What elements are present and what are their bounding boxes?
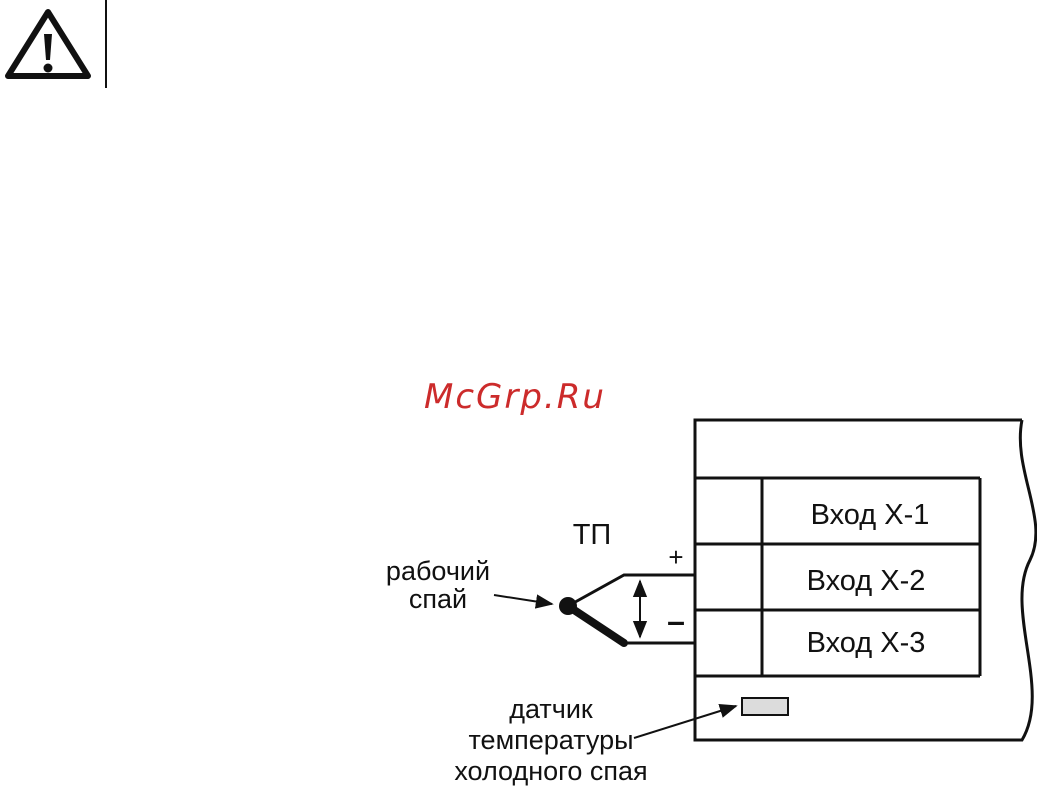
cold-junction-label-line2: температуры <box>468 725 633 755</box>
cold-junction-label-line3: холодного спая <box>454 756 647 786</box>
warning-triangle-icon <box>8 12 88 76</box>
cold-junction-sensor <box>742 698 788 715</box>
cold-junction-pointer <box>634 706 736 738</box>
plus-sign: + <box>668 542 683 572</box>
thermocouple-minus-wire-thick <box>568 606 624 643</box>
minus-sign: – <box>667 603 685 639</box>
hot-junction-dot <box>559 597 577 615</box>
input-label-x3: Вход Х-3 <box>807 627 926 659</box>
input-label-x1: Вход Х-1 <box>811 499 930 531</box>
input-label-x2: Вход Х-2 <box>807 565 926 597</box>
cold-junction-label-line1: датчик <box>509 694 593 724</box>
hot-junction-pointer <box>494 595 552 604</box>
watermark-text: McGrp.Ru <box>424 377 606 417</box>
thermocouple-plus-wire <box>568 575 695 606</box>
thermocouple-title: ТП <box>573 519 612 551</box>
hot-junction-label-line1: рабочий <box>386 556 490 586</box>
hot-junction-label-line2: спай <box>409 584 467 614</box>
